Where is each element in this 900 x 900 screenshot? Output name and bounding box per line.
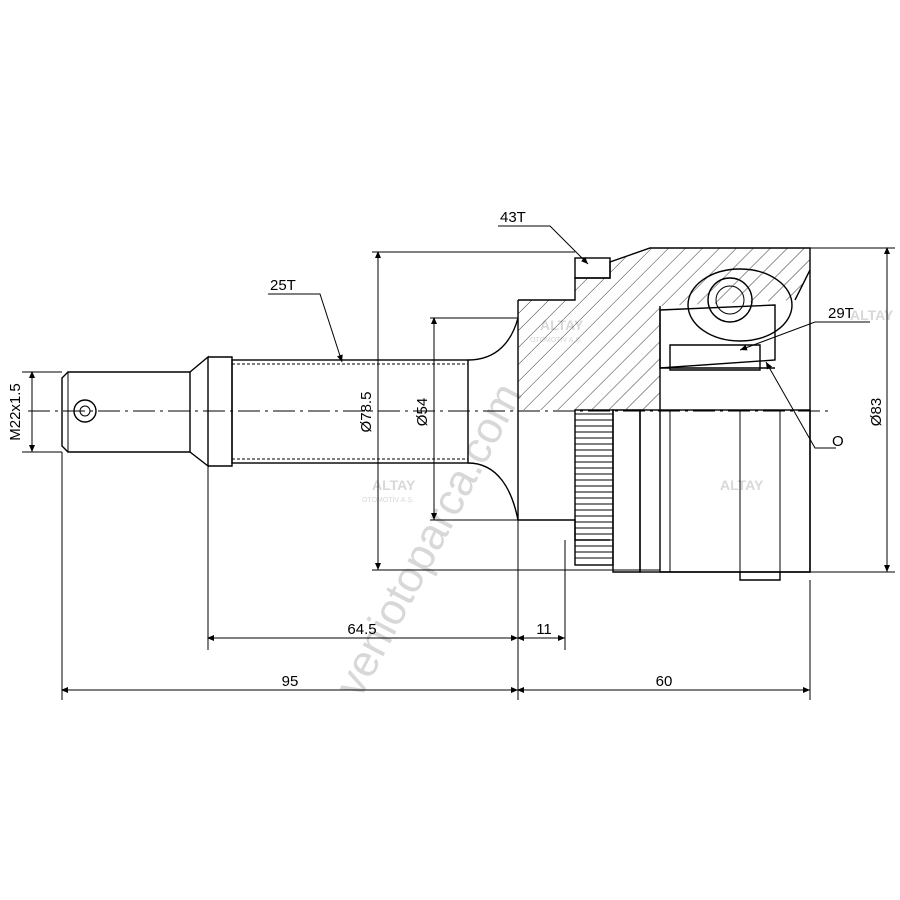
brand-watermark-2: ALTAY [372,477,416,493]
spline-length-label: 64.5 [347,621,376,638]
splined-shaft [208,317,519,521]
body-diameter-label: Ø78.5 [358,392,375,433]
abs-teeth-label: 43T [500,209,526,226]
brand-sub-watermark-2: OTOMOTİV A.Ş. [362,495,414,504]
shaft-length-label: 95 [282,673,299,690]
inner-teeth-label: 29T [828,305,854,322]
abs-tone-ring [574,409,614,566]
abs-length-label: 11 [536,621,552,638]
ball-cage [687,268,793,342]
outer-diameter-label: Ø83 [868,398,885,426]
brand-watermark-4: ALTAY [850,307,894,323]
abs-ring-and-body [574,409,811,581]
abs-ring-top [574,257,611,279]
brand-watermark-3: ALTAY [720,477,764,493]
ball-bearing [707,277,753,323]
leader-lines [268,225,870,449]
spline-teeth-label: 25T [270,277,296,294]
cotter-pin-hole [73,399,97,423]
seal-diameter-label: Ø54 [414,398,431,426]
threaded-stub [61,355,209,468]
bell-length-label: 60 [656,673,673,690]
oring-label: O [832,433,844,450]
thread-size-label: M22x1.5 [7,383,24,441]
dimension-lines [22,247,895,700]
